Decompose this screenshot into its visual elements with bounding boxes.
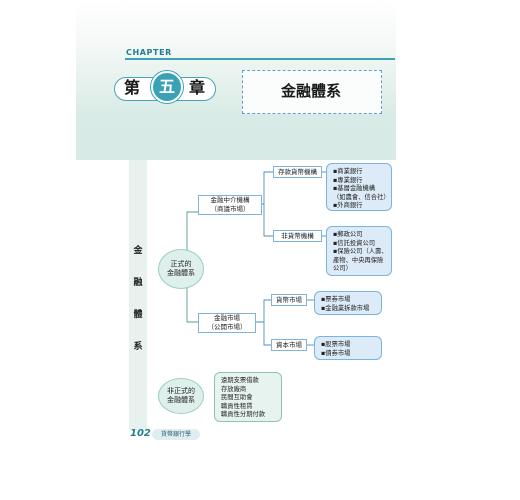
non-deposit-item-5: 公司） [333, 265, 352, 273]
deposit-item-5: ▪外商銀行 [333, 202, 363, 210]
formal-line-2: 金融體系 [167, 269, 195, 277]
informal-item-3: 民間互助會 [221, 394, 253, 402]
market-box: 金融市場 （公開市場） [198, 313, 256, 333]
deposit-item-4: （如農會、信合社） [333, 193, 390, 201]
informal-item-2: 存放廠商 [221, 385, 247, 393]
deposit-item-1: ▪商業銀行 [333, 168, 363, 175]
chapter-label: CHAPTER [126, 48, 172, 57]
non-deposit-institution-list: ▪郵政公司 ▪信託投資公司 ▪保險公司（人壽、 產物、中央再保險 公司） [326, 226, 392, 276]
root-char-4: 系 [133, 342, 143, 352]
capital-market-label: 資本市場 [276, 340, 302, 349]
informal-system-oval: 非正式的 金融體系 [158, 378, 204, 414]
root-char-2: 融 [133, 278, 143, 288]
chapter-number-circle [151, 71, 183, 103]
formal-line-1: 正式的 [170, 260, 192, 268]
intermediary-box: 金融中介機構 （商議市場） [198, 195, 262, 215]
money-market-item-1: ▪票券市場 [321, 296, 351, 303]
chapter-char-3: 章 [189, 78, 206, 97]
chapter-number: 五 [158, 77, 175, 96]
root-char-3: 體 [133, 310, 143, 320]
money-market-box: 貨幣市場 [271, 294, 307, 306]
intermediary-line-1: 金融中介機構 [210, 196, 250, 204]
chapter-title-box [242, 70, 382, 114]
capital-market-list: ▪股票市場 ▪債券市場 [314, 336, 382, 360]
informal-item-4: 職貢性租賃 [221, 402, 253, 410]
deposit-institution-list: ▪商業銀行 ▪專業銀行 ▪基層金融機構 （如農會、信合社） ▪外商銀行 [326, 163, 392, 211]
formal-system-oval: 正式的 金融體系 [158, 249, 204, 289]
non-deposit-item-3: ▪保險公司（人壽、 [333, 248, 388, 256]
root-char-1: 金 [133, 246, 143, 256]
market-line-2: （公開市場） [207, 323, 247, 331]
non-deposit-institution-label: 非貨幣機構 [281, 231, 314, 240]
informal-line-1: 非正式的 [167, 387, 195, 395]
informal-list: 遠期支票借款 存放廠商 民間互助會 職貢性租賃 職貢性分期付款 [214, 372, 282, 422]
non-deposit-item-1: ▪郵政公司 [333, 231, 363, 238]
book-title: 貨幣銀行學 [152, 429, 200, 440]
root-label-column [129, 160, 147, 430]
deposit-institution-box: 存款貨幣機構 [273, 166, 322, 178]
non-deposit-item-4: 產物、中央再保險 [333, 256, 384, 264]
money-market-list: ▪票券市場 ▪金融業拆款市場 [314, 291, 382, 315]
non-deposit-item-2: ▪信託投資公司 [333, 239, 376, 247]
deposit-item-3: ▪基層金融機構 [333, 185, 376, 193]
capital-market-item-2: ▪債券市場 [321, 349, 351, 357]
chapter-rule [125, 58, 395, 60]
capital-market-box: 資本市場 [271, 339, 307, 351]
market-line-1: 金融市場 [214, 314, 240, 322]
chapter-title: 金融體系 [280, 82, 341, 100]
capital-market-item-1: ▪股票市場 [321, 341, 351, 348]
money-market-item-2: ▪金融業拆款市場 [321, 304, 370, 312]
chapter-char-1: 第 [124, 78, 141, 97]
page-number: 102 [130, 428, 151, 439]
informal-line-2: 金融體系 [167, 396, 195, 404]
non-deposit-institution-box: 非貨幣機構 [273, 230, 322, 242]
informal-item-1: 遠期支票借款 [221, 377, 259, 384]
deposit-item-2: ▪專業銀行 [333, 176, 363, 184]
informal-item-5: 職貢性分期付款 [221, 411, 266, 419]
deposit-institution-label: 存款貨幣機構 [278, 167, 317, 176]
money-market-label: 貨幣市場 [276, 295, 302, 304]
intermediary-line-2: （商議市場） [210, 205, 250, 213]
